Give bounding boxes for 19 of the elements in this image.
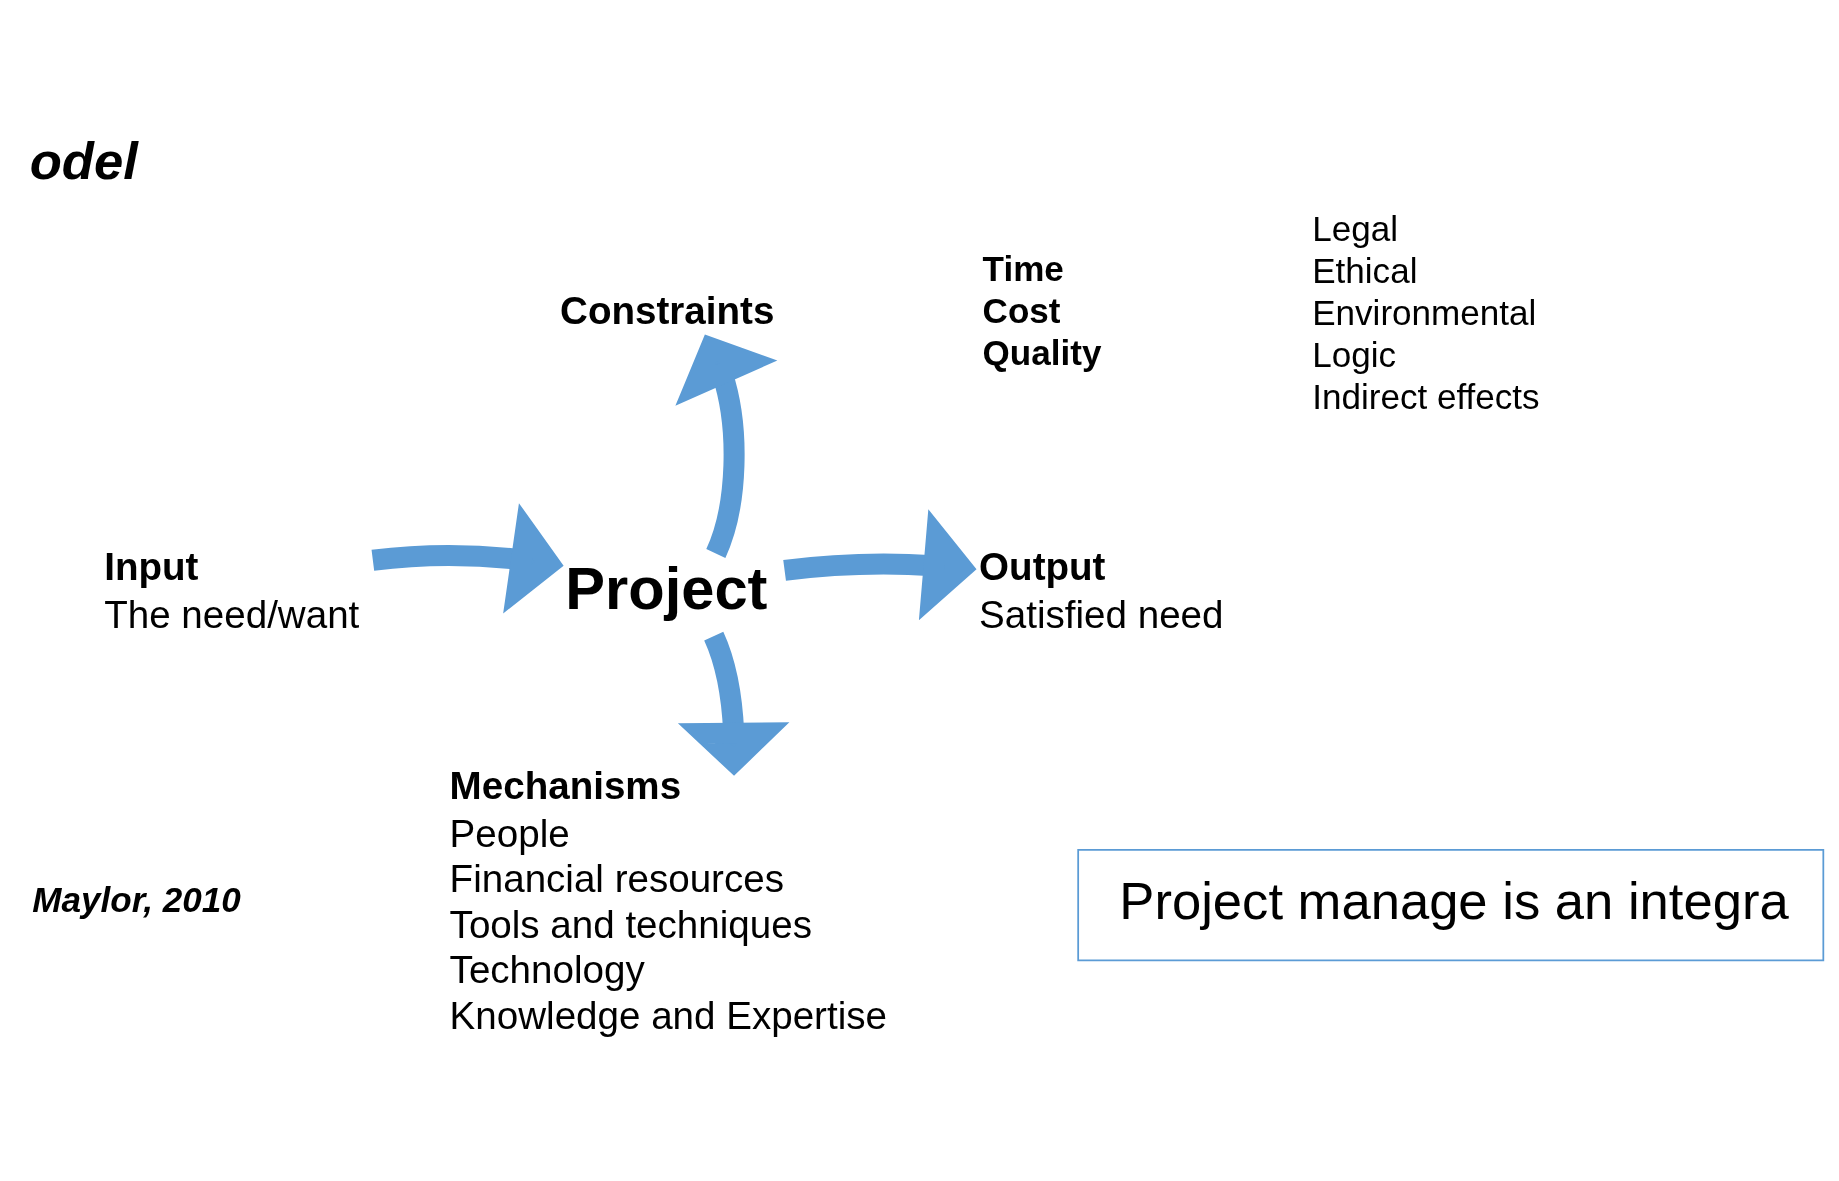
- label: Time: [982, 249, 1064, 289]
- label: Cost: [982, 291, 1061, 331]
- label: Indirect effects: [1312, 377, 1540, 417]
- label: Quality: [982, 333, 1102, 373]
- node-text: Output Satisfied need: [979, 545, 1224, 636]
- arrow: [675, 334, 778, 558]
- label: Legal: [1312, 208, 1398, 248]
- node-box: Project manage is an integra: [1077, 849, 1825, 962]
- node-text: Constraints: [560, 289, 775, 333]
- node-text: Project: [565, 555, 768, 623]
- label: Ethical: [1312, 250, 1418, 290]
- label: Environmental: [1312, 292, 1537, 332]
- arrow: [371, 503, 564, 614]
- node-text: Input The need/want: [104, 545, 360, 636]
- diagram-title: odel: [29, 131, 138, 191]
- node-text: Mechanisms People Financial resources Tools and techniques Technology Knowledge and Expertise: [449, 764, 887, 1037]
- label: Logic: [1312, 334, 1397, 374]
- label: Maylor, 2010: [32, 880, 241, 920]
- arrow: [677, 631, 790, 776]
